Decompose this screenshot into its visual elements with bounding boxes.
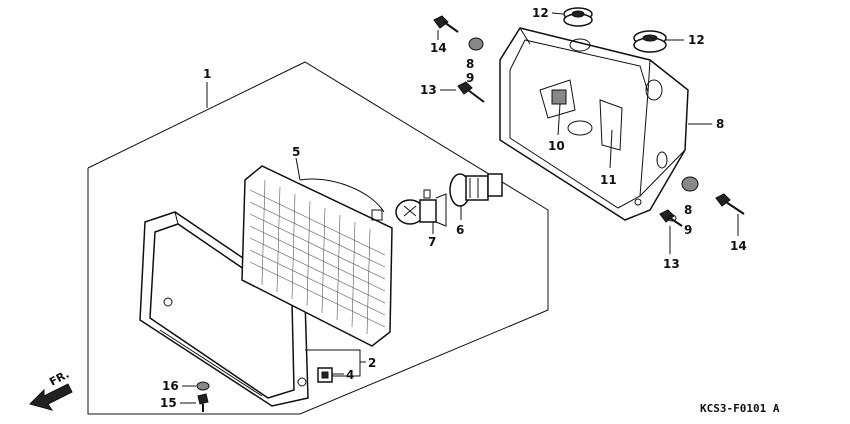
- bolt-14-top: [433, 15, 459, 33]
- bolt-13-top: [457, 81, 485, 103]
- label-14-right: 14: [730, 239, 747, 253]
- leader-11: [609, 129, 613, 169]
- label-14-top: 14: [430, 41, 447, 55]
- label-4: 4: [346, 368, 354, 382]
- label-12-left: 12: [532, 6, 549, 20]
- label-8-right: 8: [684, 203, 692, 217]
- diagram-code: KCS3-F0101 A: [700, 402, 780, 415]
- leader-2: [305, 349, 361, 377]
- bulb-socket: [449, 173, 503, 207]
- grommet-left: [563, 7, 593, 27]
- label-13-top: 13: [420, 83, 437, 97]
- label-15: 15: [160, 396, 177, 410]
- headlight-rim: [139, 211, 309, 407]
- label-2: 2: [368, 356, 376, 370]
- leader-5: [295, 157, 301, 181]
- label-13-right: 13: [663, 257, 680, 271]
- label-16: 16: [162, 379, 179, 393]
- label-9-top: 9: [466, 71, 474, 85]
- leader-10: [557, 103, 561, 136]
- bolt-13-right: [659, 209, 683, 227]
- bulb: [395, 189, 447, 227]
- adjuster-clip: [317, 367, 333, 383]
- label-6: 6: [456, 223, 464, 237]
- label-8-case: 8: [716, 117, 724, 131]
- label-1: 1: [203, 67, 211, 81]
- nut-16: [196, 381, 210, 391]
- headlight-case: [499, 27, 689, 221]
- label-11: 11: [600, 173, 617, 187]
- grommet-right: [633, 30, 667, 53]
- collar-8-right: [681, 176, 699, 192]
- label-7: 7: [428, 235, 436, 249]
- collar-8-top: [468, 37, 484, 51]
- label-9-right: 9: [684, 223, 692, 237]
- front-direction-arrow: [29, 383, 73, 411]
- sealed-beam-unit: [241, 165, 393, 347]
- label-5: 5: [292, 145, 300, 159]
- bolt-14-right: [715, 193, 745, 215]
- assembly-outline: [87, 61, 549, 415]
- label-8-top: 8: [466, 57, 474, 71]
- label-10: 10: [548, 139, 565, 153]
- label-12-right: 12: [688, 33, 705, 47]
- leader-12a: [551, 12, 564, 15]
- screw-15: [197, 393, 209, 412]
